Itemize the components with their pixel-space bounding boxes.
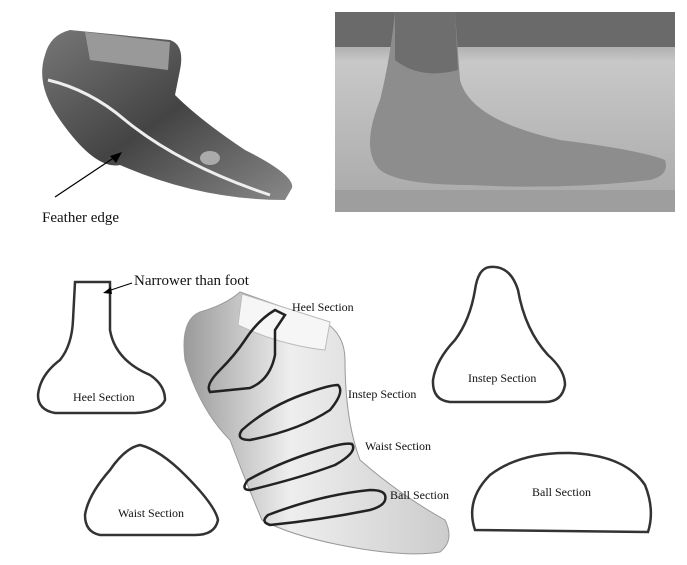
shoe-last-light-image bbox=[183, 291, 450, 555]
feather-edge-arrow bbox=[54, 152, 122, 198]
narrower-arrow bbox=[103, 282, 133, 294]
instep-section-label: Instep Section bbox=[468, 371, 536, 385]
last-cross-sections bbox=[207, 308, 387, 527]
narrower-than-foot-label: Narrower than foot bbox=[134, 273, 250, 289]
instep-section-shape bbox=[431, 265, 567, 404]
heel-section-label: Heel Section bbox=[73, 390, 135, 404]
heel-section-shape bbox=[36, 280, 167, 415]
feather-edge-label: Feather edge bbox=[42, 210, 119, 226]
last-waist-section-label: Waist Section bbox=[365, 439, 431, 453]
waist-section-shape bbox=[83, 443, 220, 537]
shoe-last-dark-image bbox=[42, 30, 293, 200]
waist-section-label: Waist Section bbox=[118, 506, 184, 520]
last-ball-section-label: Ball Section bbox=[390, 488, 449, 502]
ball-section-shape bbox=[470, 451, 653, 534]
foot-photo bbox=[335, 12, 675, 212]
last-heel-section-label: Heel Section bbox=[292, 300, 354, 314]
last-instep-section-label: Instep Section bbox=[348, 387, 416, 401]
ball-section-label: Ball Section bbox=[532, 485, 591, 499]
